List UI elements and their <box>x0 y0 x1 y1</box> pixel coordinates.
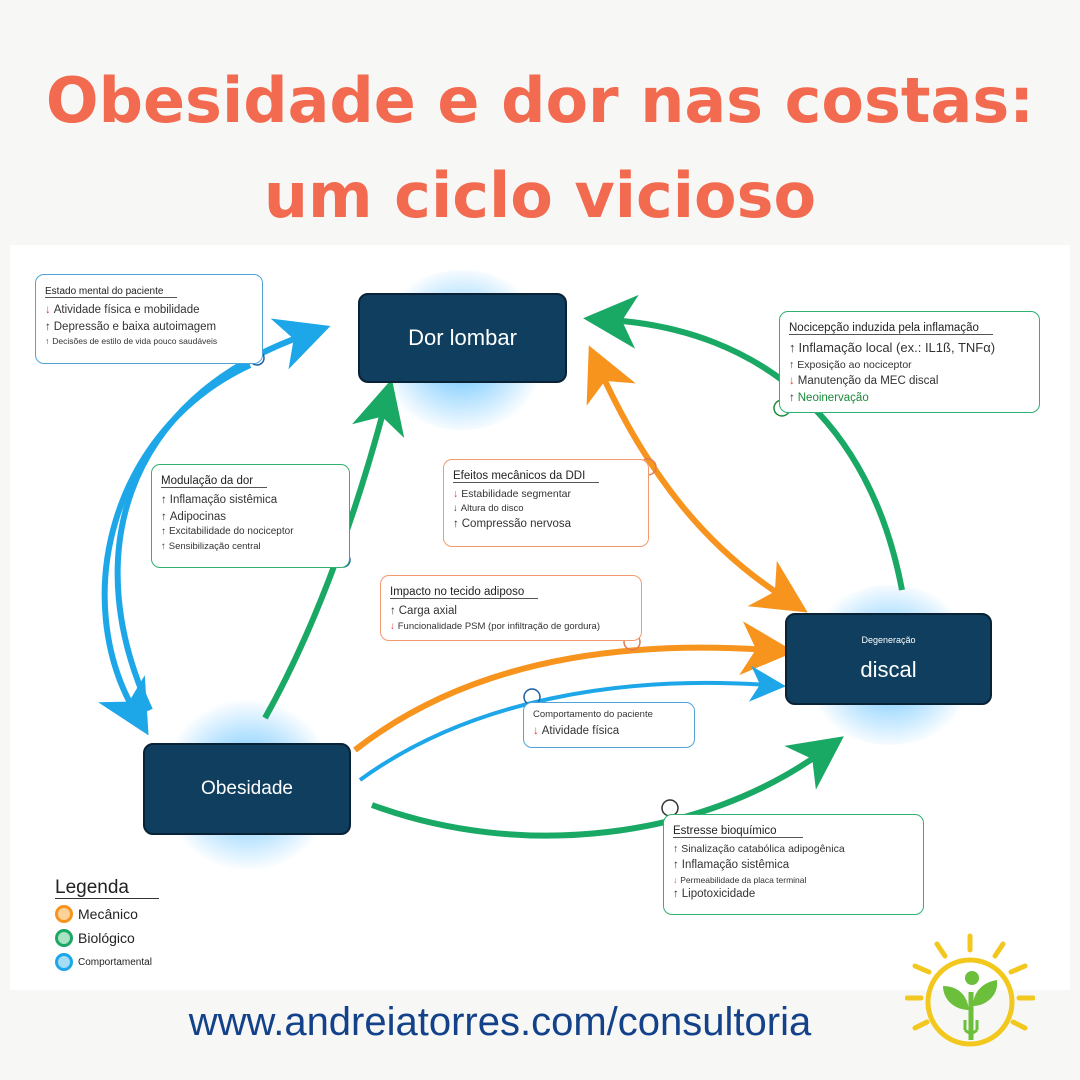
node-degeneracao-small-label: Degeneração <box>861 635 916 645</box>
box-impacto-line: Carga axial <box>390 603 633 620</box>
node-degeneracao-main-label: discal <box>860 657 917 682</box>
arrow-biological-obesity-disc <box>370 736 844 839</box>
box-comportamento-line: Atividade física <box>533 723 686 740</box>
website-url[interactable]: www.andreiatorres.com/consultoria <box>188 1000 812 1044</box>
box-estado-mental: Estado mental do paciente Atividade físi… <box>35 274 263 364</box>
box-estresse-bioquimico: Estresse bioquímico Sinalização catabóli… <box>663 814 924 915</box>
arrow-mechanical-pain-disc <box>586 345 808 613</box>
legend-label: Comportamental <box>78 956 152 968</box>
box-efeitos-line: Estabilidade segmentar <box>453 487 640 502</box>
green-dot-icon <box>55 929 73 947</box>
box-impacto-adiposo: Impacto no tecido adiposo Carga axial Fu… <box>380 575 642 641</box>
box-modulacao-header: Modulação da dor <box>161 475 268 488</box>
box-estresse-line: Sinalização catabólica adipogênica <box>673 842 915 857</box>
orange-dot-icon <box>55 905 73 923</box>
legend-label: Biológico <box>78 930 135 946</box>
box-modulacao-line: Inflamação sistêmica <box>161 492 341 509</box>
arrow-behavioral-left-top <box>114 318 331 712</box>
box-nocicepcao-line: Manutenção da MEC discal <box>789 373 1031 390</box>
arrow-mechanical-obesity-disc <box>353 621 795 753</box>
node-dor-lombar: Dor lombar <box>358 293 567 383</box>
box-efeitos-line: Altura do disco <box>453 502 640 516</box>
box-estado-mental-line: Atividade física e mobilidade <box>45 302 254 319</box>
box-nocicepcao: Nocicepção induzida pela inflamação Infl… <box>779 311 1040 413</box>
node-obesidade: Obesidade <box>143 743 351 835</box>
box-nocicepcao-line: Exposição ao nociceptor <box>789 358 1031 373</box>
box-nocicepcao-line: Neoinervação <box>789 390 1031 407</box>
box-estresse-header: Estresse bioquímico <box>673 825 803 838</box>
box-efeitos-mecanicos: Efeitos mecânicos da DDI Estabilidade se… <box>443 459 649 547</box>
arrow-behavioral-obesity-disc <box>358 665 786 782</box>
legend-item-comportamental: Comportamental <box>55 953 159 971</box>
legend-item-mecanico: Mecânico <box>55 905 159 923</box>
box-nocicepcao-header: Nocicepção induzida pela inflamação <box>789 322 993 335</box>
node-dor-lombar-label: Dor lombar <box>408 325 517 350</box>
node-obesidade-label: Obesidade <box>201 778 293 799</box>
box-estado-mental-line: Decisões de estilo de vida pouco saudáve… <box>45 335 254 347</box>
box-impacto-header: Impacto no tecido adiposo <box>390 586 539 599</box>
box-estresse-line: Inflamação sistêmica <box>673 857 915 874</box>
box-estado-mental-header: Estado mental do paciente <box>45 286 178 298</box>
arrow-behavioral-left-bottom <box>98 362 252 736</box>
title-line-2: um ciclo vicioso <box>263 159 817 232</box>
box-efeitos-line: Compressão nervosa <box>453 516 640 533</box>
box-nocicepcao-line: Inflamação local (ex.: IL1ß, TNFα) <box>789 339 1031 358</box>
box-estado-mental-line: Depressão e baixa autoimagem <box>45 319 254 336</box>
legend-item-biologico: Biológico <box>55 929 159 947</box>
blue-dot-icon <box>55 953 73 971</box>
legend-title: Legenda <box>55 877 159 899</box>
node-degeneracao-discal: Degeneração discal <box>785 613 992 705</box>
legend: Legenda Mecânico Biológico Comportamenta… <box>55 877 159 971</box>
box-comportamento: Comportamento do paciente Atividade físi… <box>523 702 695 748</box>
box-modulacao-line: Excitabilidade do nociceptor <box>161 525 341 540</box>
title-line-1: Obesidade e dor nas costas: <box>45 64 1035 137</box>
box-comportamento-header: Comportamento do paciente <box>533 709 653 720</box>
legend-label: Mecânico <box>78 906 138 922</box>
box-modulacao-dor: Modulação da dor Inflamação sistêmica Ad… <box>151 464 350 568</box>
box-estresse-line: Lipotoxicidade <box>673 886 915 903</box>
box-modulacao-line: Adipocinas <box>161 509 341 526</box>
box-impacto-line: Funcionalidade PSM (por infiltração de g… <box>390 620 633 634</box>
box-efeitos-header: Efeitos mecânicos da DDI <box>453 470 600 483</box>
box-modulacao-line: Sensibilização central <box>161 540 341 554</box>
sprout-fork-sun-logo-icon <box>905 933 1035 1047</box>
box-estresse-line: Permeabilidade da placa terminal <box>673 874 915 886</box>
